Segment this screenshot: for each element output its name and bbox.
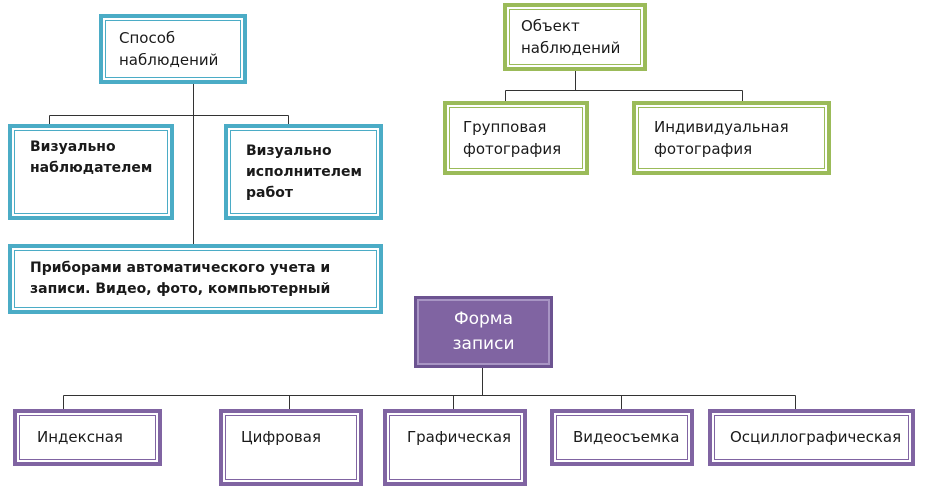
record-form-title: Форма записи — [452, 308, 515, 355]
visual-worker-label: Визуально исполнителем работ — [246, 142, 362, 201]
record-form-item: Индексная — [13, 409, 162, 466]
group-photo-box: Групповая фотография — [443, 101, 589, 175]
record-form-item: Осциллографическая — [708, 409, 915, 466]
object-of-observations-title: Объект наблюдений — [521, 16, 621, 58]
record-form-item-label: Цифровая — [241, 428, 321, 447]
devices-box: Приборами автоматического учета и записи… — [8, 244, 383, 314]
individual-photo-box: Индивидуальная фотография — [632, 101, 831, 175]
method-of-observations-box: Способ наблюдений — [99, 14, 247, 84]
individual-photo-label: Индивидуальная фотография — [654, 117, 789, 159]
record-form-item-label: Графическая — [407, 428, 512, 447]
method-of-observations-title: Способ наблюдений — [119, 28, 219, 70]
visual-observer-box: Визуально наблюдателем — [8, 124, 174, 220]
record-form-item-label: Видеосъемка — [573, 428, 680, 447]
group-photo-label: Групповая фотография — [463, 117, 562, 159]
record-form-item-label: Осциллографическая — [730, 428, 902, 447]
visual-observer-label: Визуально наблюдателем — [30, 139, 153, 176]
devices-label: Приборами автоматического учета и записи… — [30, 260, 331, 297]
object-of-observations-box: Объект наблюдений — [503, 3, 647, 71]
record-form-box: Форма записи — [414, 296, 553, 368]
record-form-item-label: Индексная — [37, 428, 123, 447]
record-form-item: Видеосъемка — [550, 409, 694, 466]
record-form-item: Цифровая — [219, 409, 363, 486]
visual-worker-box: Визуально исполнителем работ — [224, 124, 383, 220]
record-form-item: Графическая — [383, 409, 527, 486]
